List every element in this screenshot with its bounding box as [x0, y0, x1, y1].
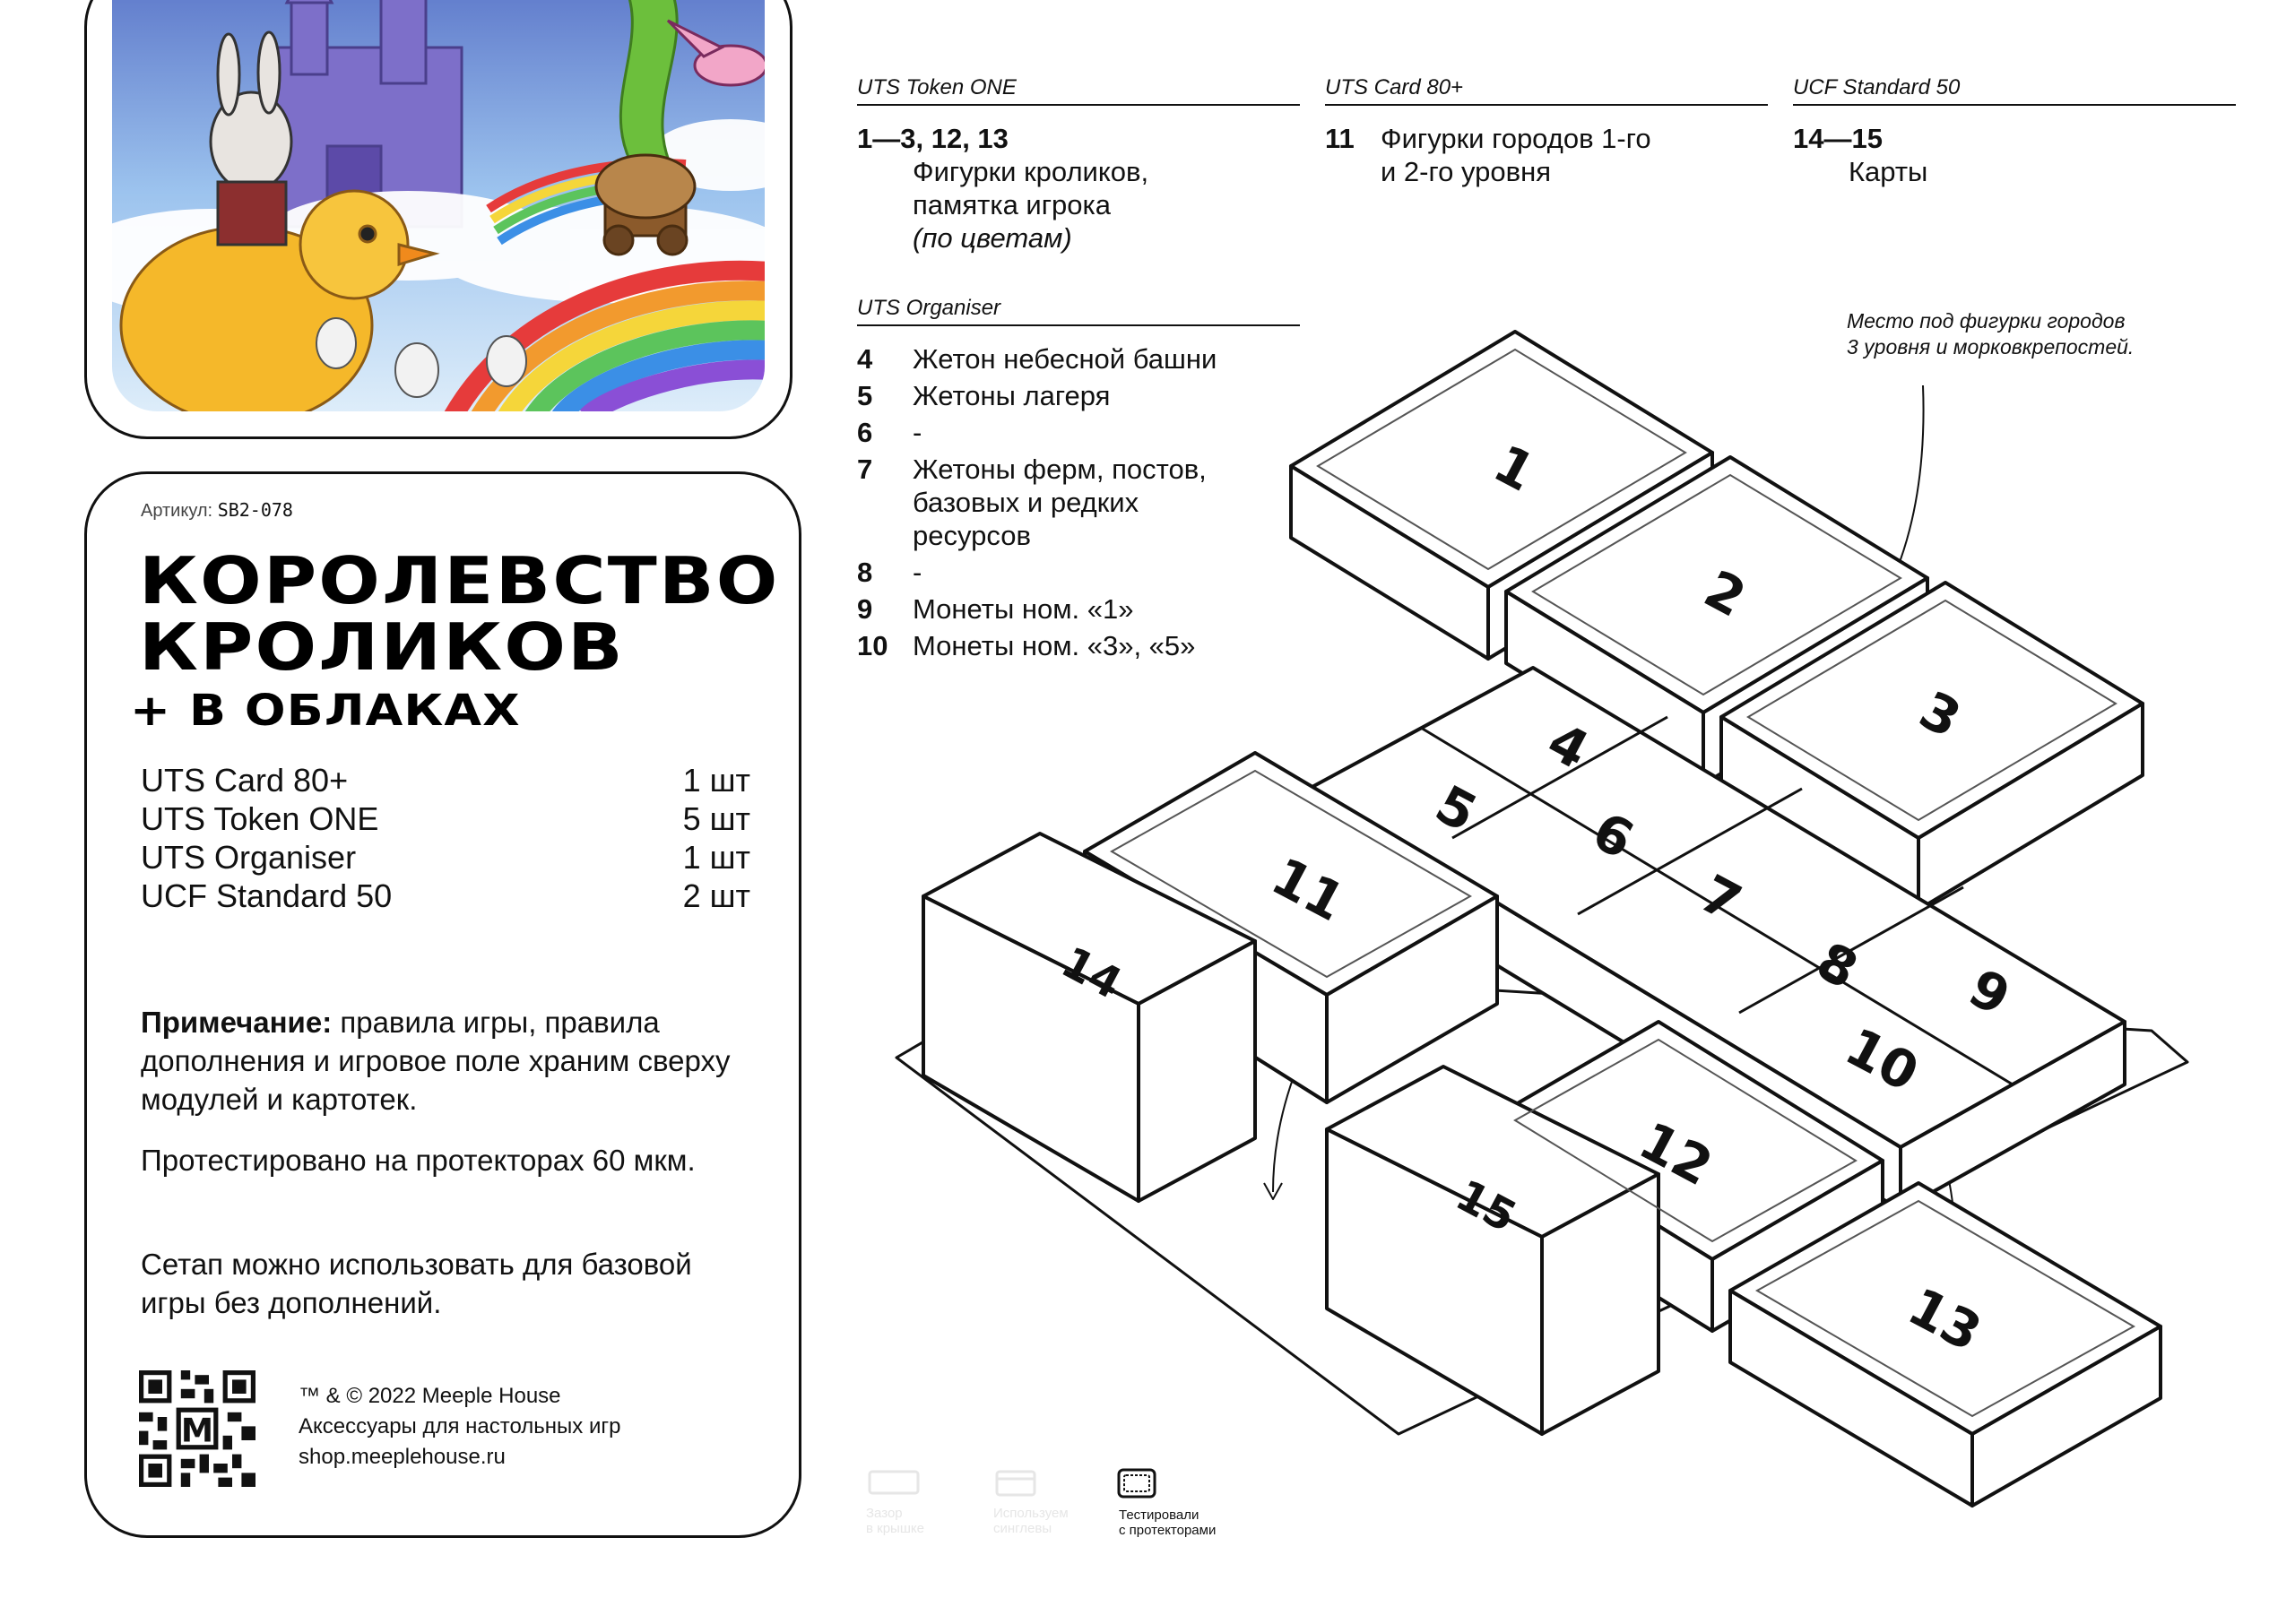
- credits-copyright: ™ & © 2022 Meeple House: [299, 1384, 561, 1408]
- protector-label: Тестировали с протекторами: [1119, 1507, 1217, 1538]
- list-item: UTS Card 80+ 1 шт: [141, 761, 750, 799]
- item-qty: 2 шт: [682, 877, 750, 914]
- item-name: UTS Organiser: [141, 839, 357, 876]
- legend-row: 7 Жетоны ферм, постов, базовых и редких …: [857, 453, 1300, 552]
- legend-card80: UTS Card 80+ 11 Фигурки городов 1-го и 2…: [1325, 75, 1768, 188]
- legend-row: 1—3, 12, 13: [857, 122, 1300, 155]
- legend-number: 8: [857, 557, 873, 588]
- legend-text-italic: (по цветам): [913, 222, 1072, 254]
- list-item: UTS Organiser 1 шт: [141, 838, 750, 877]
- note-text: правила игры, правила дополнения и игров…: [141, 1006, 731, 1116]
- credits-tagline: Аксессуары для настольных игр: [299, 1414, 621, 1438]
- credits-url[interactable]: shop.meeplehouse.ru: [299, 1445, 506, 1469]
- legend-row: 6 -: [857, 416, 1300, 449]
- legend-row: Фигурки кроликов, памятка игрока: [857, 155, 1300, 221]
- legend-row: 10 Монеты ном. «3», «5»: [857, 629, 1300, 662]
- legend-text: Фигурки городов 1-го и 2-го уровня: [1381, 123, 1651, 187]
- game-title-line1: КОРОЛЕВСТВО: [139, 543, 780, 618]
- legend-row: Карты: [1793, 155, 2236, 188]
- contents-list: UTS Card 80+ 1 шт UTS Token ONE 5 шт UTS…: [141, 761, 750, 915]
- game-title: КОРОЛЕВСТВО КРОЛИКОВ: [139, 548, 779, 680]
- lid-gap-label: Зазор в крышке: [866, 1506, 924, 1536]
- credits: ™ & © 2022 Meeple House Аксессуары для н…: [299, 1381, 620, 1473]
- legend-number: 6: [857, 417, 873, 448]
- legend-heading: UTS Card 80+: [1325, 75, 1768, 106]
- item-qty: 5 шт: [682, 800, 750, 837]
- legend-row: 5 Жетоны лагеря: [857, 379, 1300, 412]
- sleeve-icon: [995, 1470, 1036, 1497]
- sku-code: SB2-078: [217, 499, 293, 521]
- legend-text: -: [913, 417, 922, 448]
- legend-heading: UCF Standard 50: [1793, 75, 2236, 106]
- sleeve-label: Используем синглевы: [993, 1506, 1069, 1536]
- legend-text: Жетон небесной башни: [913, 343, 1217, 375]
- legend-token-one: UTS Token ONE 1—3, 12, 13 Фигурки кролик…: [857, 75, 1300, 255]
- legend-number: 14—15: [1793, 123, 1883, 154]
- cover-art-card: [84, 0, 792, 439]
- legend-text: Монеты ном. «1»: [913, 593, 1134, 625]
- protector-icon: [1117, 1468, 1156, 1499]
- legend-row: 4 Жетон небесной башни: [857, 342, 1300, 376]
- legend-number: 5: [857, 380, 873, 411]
- tested-paragraph: Протестировано на протекторах 60 мкм.: [141, 1144, 696, 1177]
- legend-row: 11 Фигурки городов 1-го и 2-го уровня: [1325, 122, 1768, 188]
- legend-ucf: UCF Standard 50 14—15 Карты: [1793, 75, 2236, 188]
- legend-number: 11: [1325, 123, 1355, 154]
- legend-text: Жетоны лагеря: [913, 380, 1111, 411]
- info-card: Артикул: SB2-078 КОРОЛЕВСТВО КРОЛИКОВ + …: [84, 471, 801, 1538]
- legend-row: (по цветам): [857, 221, 1300, 255]
- legend-organiser: UTS Organiser 4 Жетон небесной башни 5 Ж…: [857, 296, 1300, 662]
- legend-text: Монеты ном. «3», «5»: [913, 630, 1196, 661]
- lid-gap-icon: [868, 1470, 920, 1495]
- legend-number: 10: [857, 630, 888, 661]
- legend-heading: UTS Token ONE: [857, 75, 1300, 106]
- legend-number: 9: [857, 593, 873, 625]
- item-name: UTS Token ONE: [141, 800, 379, 837]
- legend-row: 9 Монеты ном. «1»: [857, 592, 1300, 626]
- note-paragraph: Примечание: правила игры, правила дополн…: [141, 1003, 768, 1119]
- callout-note: Место под фигурки городов 3 уровня и мор…: [1847, 309, 2135, 358]
- cover-illustration: [112, 0, 765, 411]
- setup-paragraph: Сетап можно использовать для базовой игр…: [141, 1248, 692, 1319]
- legend-text: Фигурки кроликов, памятка игрока: [913, 156, 1149, 220]
- legend-text: -: [913, 557, 922, 588]
- sku: Артикул: SB2-078: [141, 499, 293, 522]
- qr-code-icon: M: [139, 1370, 255, 1487]
- sku-label: Артикул:: [141, 501, 213, 521]
- list-item: UTS Token ONE 5 шт: [141, 799, 750, 838]
- note-label: Примечание:: [141, 1006, 333, 1039]
- svg-text:M: M: [181, 1412, 213, 1450]
- game-subtitle: + В ОБЛАКАХ: [130, 686, 521, 736]
- item-name: UTS Card 80+: [141, 762, 349, 799]
- legend-text: Карты: [1849, 156, 1928, 187]
- cover-illustration-image: [112, 0, 765, 411]
- item-qty: 1 шт: [682, 839, 750, 876]
- legend-number: 7: [857, 454, 873, 485]
- legend-heading: UTS Organiser: [857, 296, 1300, 326]
- item-name: UCF Standard 50: [141, 877, 393, 914]
- legend-number: 4: [857, 343, 873, 375]
- legend-row: 14—15: [1793, 122, 2236, 155]
- game-title-line2: КРОЛИКОВ: [139, 609, 625, 685]
- list-item: UCF Standard 50 2 шт: [141, 877, 750, 915]
- legend-text: Жетоны ферм, постов, базовых и редких ре…: [913, 454, 1207, 551]
- legend-row: 8 -: [857, 556, 1300, 589]
- legend-number: 1—3, 12, 13: [857, 123, 1009, 154]
- item-qty: 1 шт: [682, 762, 750, 799]
